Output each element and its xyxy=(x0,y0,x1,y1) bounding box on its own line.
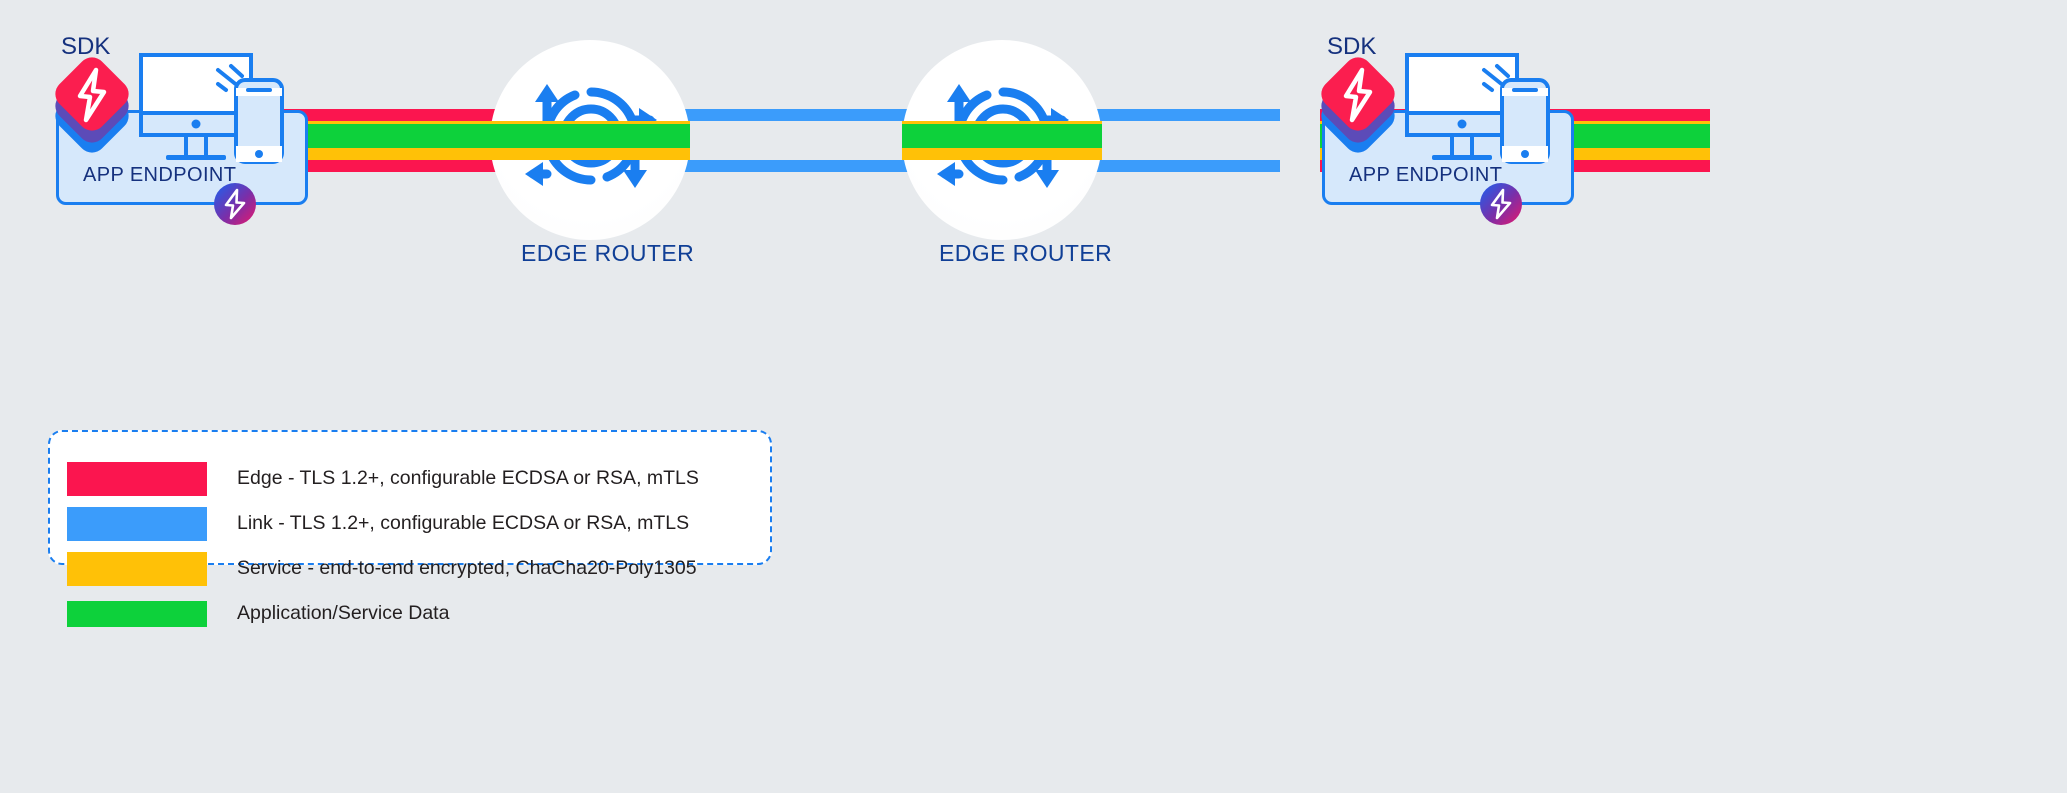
legend-swatch-link xyxy=(67,506,207,541)
sdk-stack-icon-right xyxy=(1321,57,1395,153)
ziti-badge-icon-left xyxy=(214,183,256,225)
sdk-stack-icon-left xyxy=(55,57,129,153)
endpoint-left-label: APP ENDPOINT xyxy=(83,164,237,186)
endpoint-left-devices xyxy=(139,53,284,164)
legend-rows: Edge - TLS 1.2+, configurable ECDSA or R… xyxy=(50,432,770,627)
stripe-data-green-over-router-right xyxy=(902,124,1102,148)
legend-swatch-service xyxy=(67,551,207,586)
stripe-service-amber-bot-over-router-right xyxy=(902,148,1102,160)
sdk-label-left: SDK xyxy=(61,33,111,60)
sdk-label-right: SDK xyxy=(1327,33,1377,60)
stripe-service-amber-bot-over-router-left xyxy=(490,148,690,160)
legend-label-data: Application/Service Data xyxy=(237,602,450,624)
legend-item-service: Service - end-to-end encrypted, ChaCha20… xyxy=(67,546,770,591)
legend-item-data: Application/Service Data xyxy=(67,591,770,636)
ziti-badge-icon-right xyxy=(1480,183,1522,225)
legend-item-link: Link - TLS 1.2+, configurable ECDSA or R… xyxy=(67,501,770,546)
stripe-data-green-over-router-left xyxy=(490,124,690,148)
legend-label-service: Service - end-to-end encrypted, ChaCha20… xyxy=(237,557,697,579)
endpoint-right-label: APP ENDPOINT xyxy=(1349,164,1503,186)
legend-panel: Edge - TLS 1.2+, configurable ECDSA or R… xyxy=(48,430,772,627)
legend-item-edge: Edge - TLS 1.2+, configurable ECDSA or R… xyxy=(67,456,770,501)
router-left-label: EDGE ROUTER xyxy=(521,240,695,266)
endpoint-right-devices xyxy=(1405,53,1550,164)
legend-swatch-edge xyxy=(67,461,207,496)
legend-label-edge: Edge - TLS 1.2+, configurable ECDSA or R… xyxy=(237,467,699,489)
legend-swatch-data xyxy=(67,600,207,627)
router-right-label: EDGE ROUTER xyxy=(939,240,1113,266)
legend-label-link: Link - TLS 1.2+, configurable ECDSA or R… xyxy=(237,512,690,534)
